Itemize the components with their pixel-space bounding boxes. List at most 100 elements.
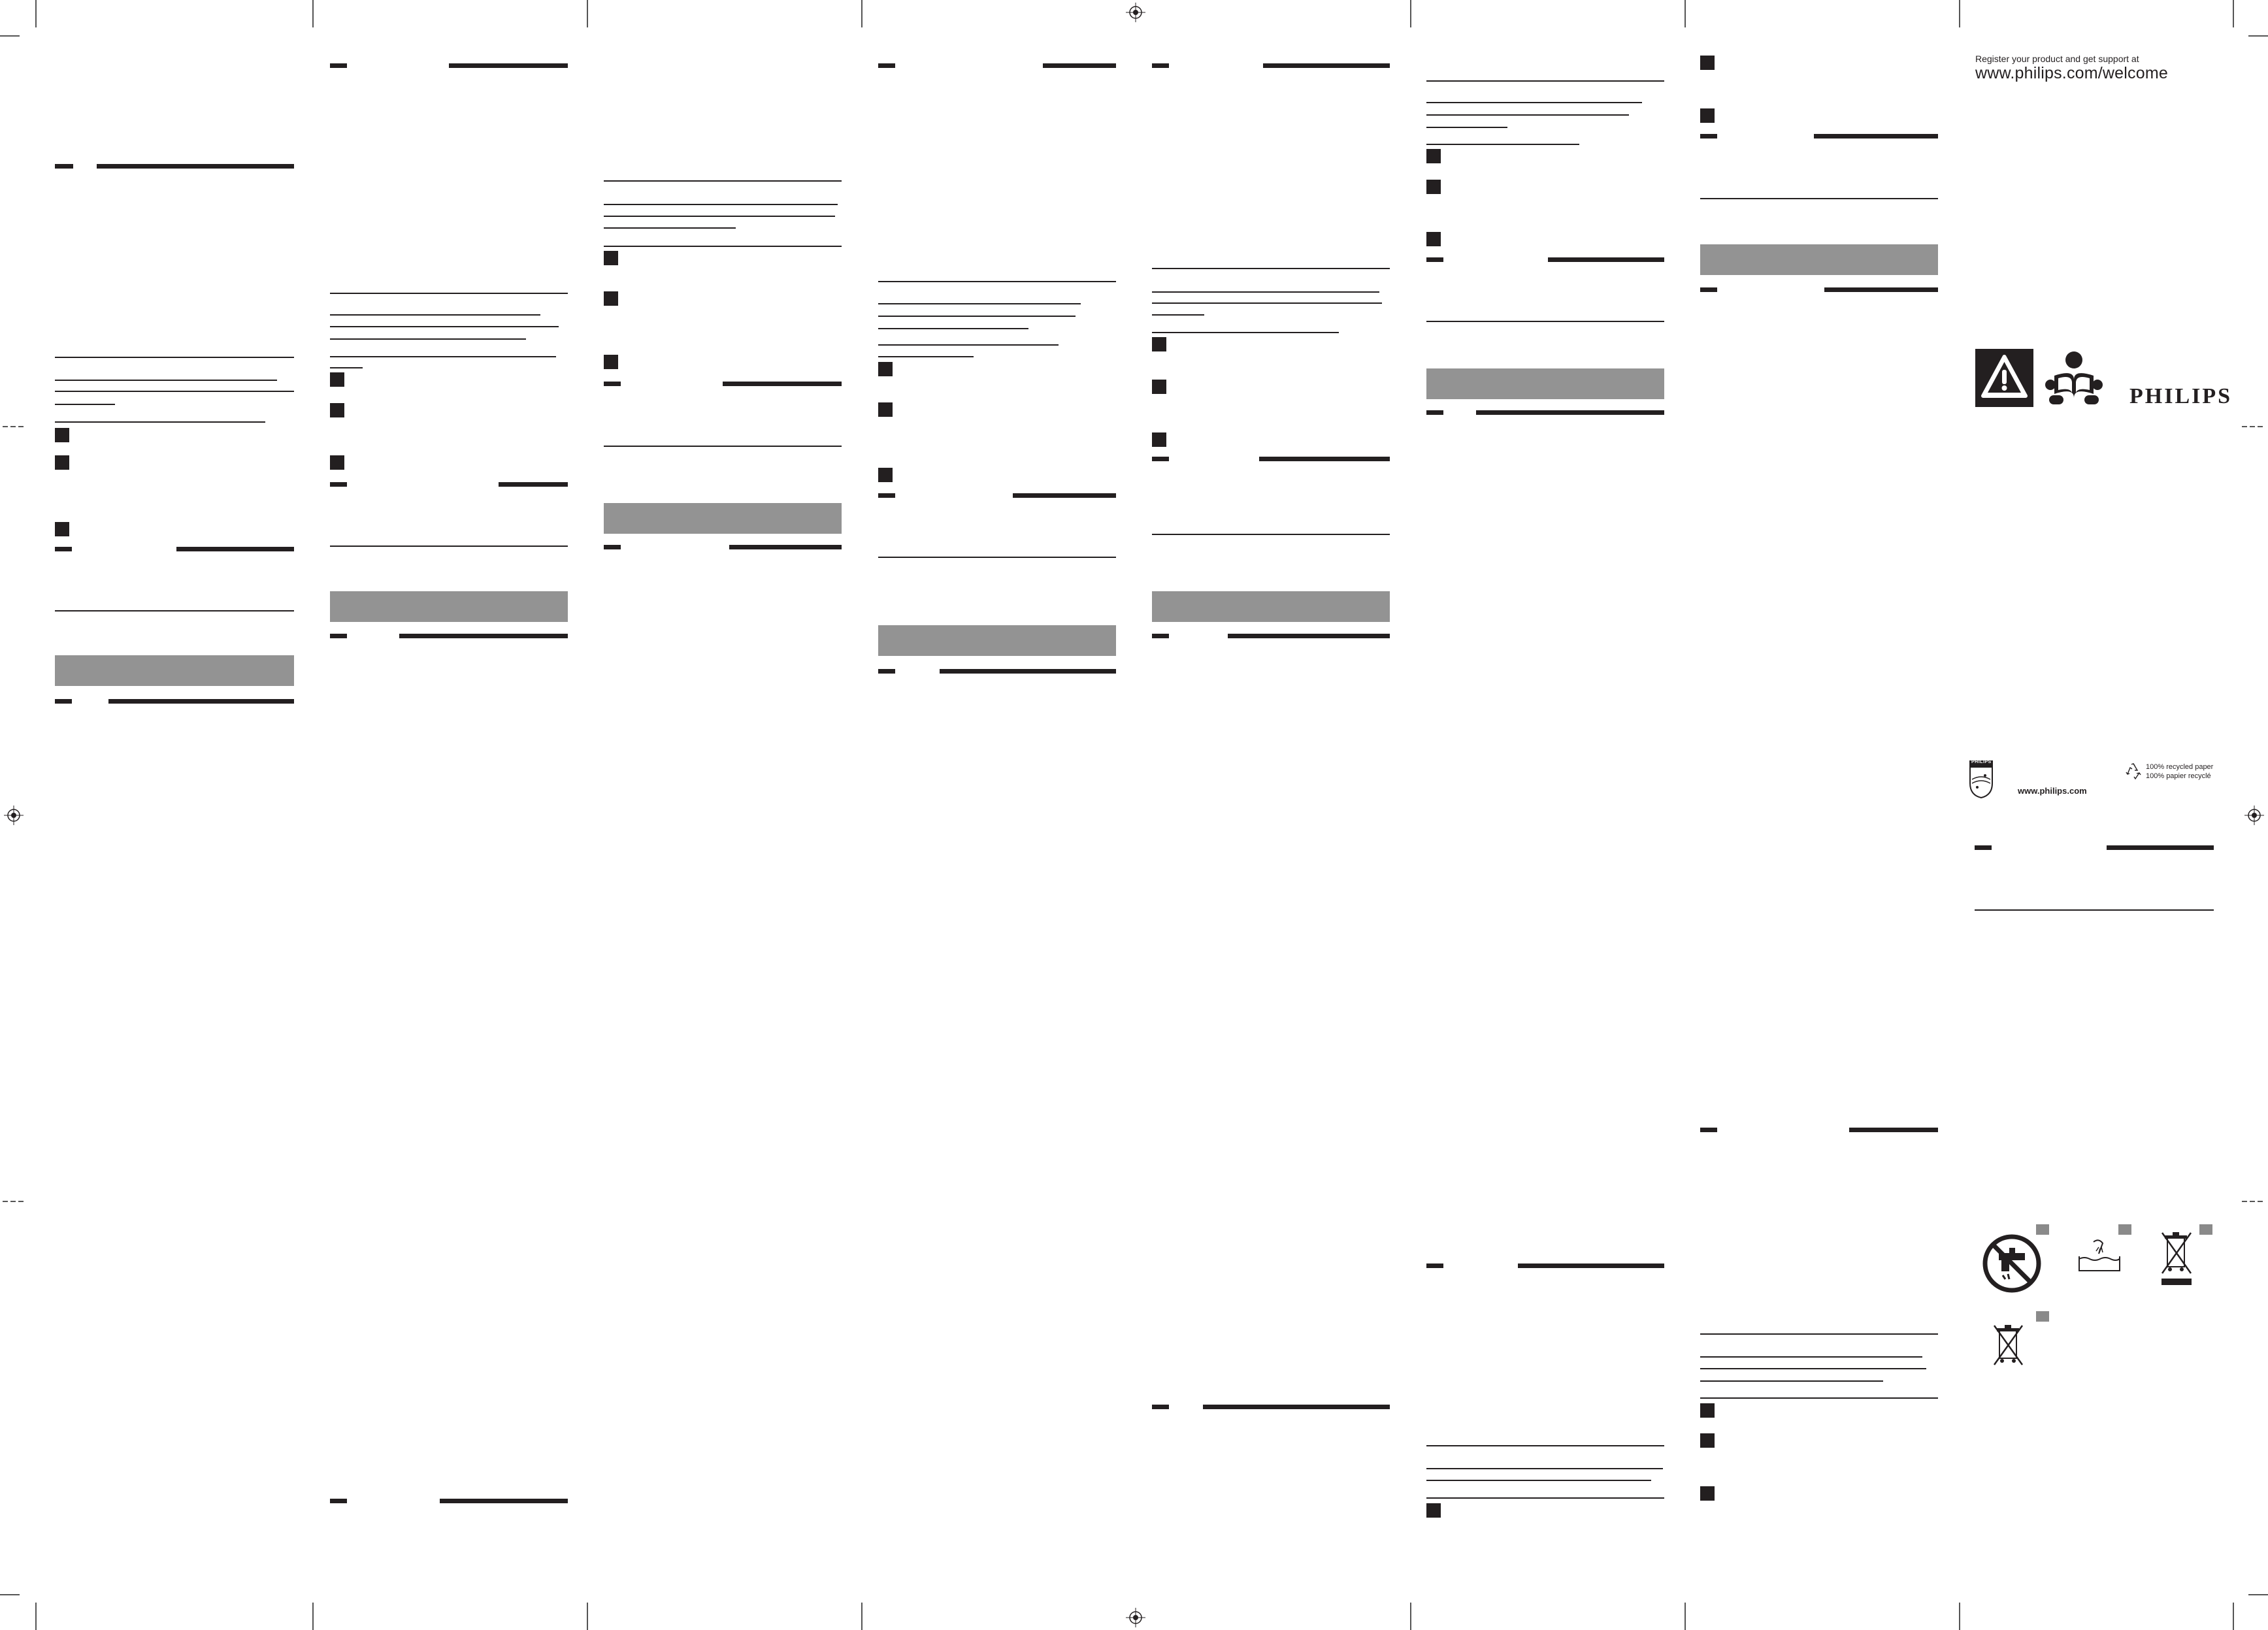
text-line bbox=[1426, 102, 1642, 103]
text-line bbox=[1426, 1480, 1651, 1481]
text-line bbox=[55, 380, 277, 381]
divider bbox=[1426, 80, 1664, 82]
grey-band bbox=[878, 625, 1116, 656]
text-line bbox=[1700, 1380, 1883, 1382]
divider bbox=[1975, 909, 2214, 911]
step-marker bbox=[1426, 180, 1441, 194]
text-line bbox=[604, 227, 736, 229]
text-line bbox=[604, 216, 835, 217]
read-manual-icon bbox=[2045, 351, 2103, 404]
step-marker bbox=[1700, 1486, 1715, 1501]
step-marker bbox=[1426, 232, 1441, 246]
text-line bbox=[330, 356, 556, 357]
text-line bbox=[1152, 291, 1379, 293]
step-marker bbox=[604, 291, 618, 306]
section-header bbox=[1426, 410, 1664, 415]
divider bbox=[1152, 534, 1390, 535]
text-line bbox=[1152, 302, 1382, 304]
text-line bbox=[878, 303, 1081, 304]
text-line bbox=[1426, 1468, 1663, 1469]
step-marker bbox=[330, 455, 344, 470]
section-header bbox=[604, 545, 842, 549]
step-marker bbox=[1700, 1433, 1715, 1448]
section-header bbox=[1700, 287, 1938, 292]
badge bbox=[2199, 1224, 2212, 1235]
section-header bbox=[330, 63, 568, 68]
no-running-water-icon bbox=[1982, 1234, 2041, 1293]
text-line bbox=[1152, 332, 1339, 333]
grey-band bbox=[55, 655, 294, 686]
philips-shield-icon bbox=[1969, 760, 1993, 799]
text-line bbox=[604, 246, 842, 247]
text-line bbox=[1426, 114, 1629, 116]
text-line bbox=[878, 328, 1028, 329]
text-line bbox=[1152, 314, 1204, 316]
recycled-paper-en: 100% recycled paper bbox=[2146, 763, 2214, 771]
divider bbox=[1700, 1333, 1938, 1335]
text-line bbox=[604, 204, 838, 205]
grey-band bbox=[1152, 591, 1390, 622]
text-line bbox=[878, 316, 1076, 317]
step-marker bbox=[1152, 380, 1166, 394]
register-text: Register your product and get support at bbox=[1975, 54, 2139, 64]
step-marker bbox=[1152, 432, 1166, 447]
recycled-paper-fr: 100% papier recyclé bbox=[2146, 772, 2211, 780]
divider bbox=[55, 357, 294, 358]
weee-crossed-bin-bar-icon bbox=[2161, 1232, 2192, 1285]
step-marker bbox=[1152, 337, 1166, 351]
step-marker bbox=[1700, 56, 1715, 70]
divider bbox=[55, 610, 294, 611]
step-marker bbox=[604, 251, 618, 265]
step-marker bbox=[878, 362, 893, 376]
section-header bbox=[1152, 457, 1390, 461]
section-header bbox=[55, 547, 294, 551]
section-header bbox=[330, 1499, 568, 1503]
text-line bbox=[1426, 144, 1579, 145]
step-marker bbox=[55, 522, 69, 536]
recycle-icon bbox=[2126, 763, 2141, 780]
register-url[interactable]: www.philips.com/welcome bbox=[1975, 64, 2168, 82]
grey-band bbox=[1426, 368, 1664, 399]
text-line bbox=[330, 367, 363, 368]
text-line bbox=[55, 421, 265, 423]
section-header bbox=[330, 482, 568, 487]
divider bbox=[1426, 321, 1664, 322]
registration-mark-top bbox=[1126, 3, 1145, 22]
shield-brand: PHILIPS bbox=[1971, 760, 1992, 764]
footer-url[interactable]: www.philips.com bbox=[2018, 786, 2087, 796]
step-marker bbox=[55, 455, 69, 470]
divider bbox=[1152, 268, 1390, 269]
divider bbox=[1700, 198, 1938, 199]
section-header bbox=[1700, 1128, 1938, 1132]
step-marker bbox=[330, 403, 344, 417]
section-header bbox=[1152, 1405, 1390, 1409]
registration-mark-right bbox=[2244, 806, 2264, 825]
step-marker bbox=[55, 428, 69, 442]
step-marker bbox=[878, 402, 893, 417]
step-marker bbox=[1700, 1403, 1715, 1418]
divider bbox=[604, 180, 842, 182]
text-line bbox=[1700, 1368, 1926, 1369]
section-header bbox=[1152, 63, 1390, 68]
divider bbox=[330, 293, 568, 294]
text-line bbox=[1426, 127, 1507, 128]
grey-band bbox=[604, 503, 842, 534]
step-marker bbox=[1426, 149, 1441, 163]
warning-icon bbox=[1975, 349, 2033, 407]
section-header bbox=[1975, 845, 2214, 850]
badge bbox=[2036, 1224, 2049, 1235]
registration-mark-bottom bbox=[1126, 1608, 1145, 1627]
registration-mark-left bbox=[4, 806, 24, 825]
step-marker bbox=[330, 372, 344, 387]
text-line bbox=[1700, 1356, 1922, 1358]
divider bbox=[878, 557, 1116, 558]
text-line bbox=[1426, 1497, 1664, 1499]
weee-crossed-bin-icon bbox=[1993, 1325, 2024, 1365]
section-header bbox=[1700, 134, 1938, 139]
section-header bbox=[878, 669, 1116, 674]
grey-band bbox=[330, 591, 568, 622]
text-line bbox=[1700, 1397, 1938, 1399]
badge bbox=[2036, 1311, 2049, 1322]
section-header bbox=[1426, 1263, 1664, 1268]
no-bath-icon bbox=[2079, 1239, 2120, 1271]
